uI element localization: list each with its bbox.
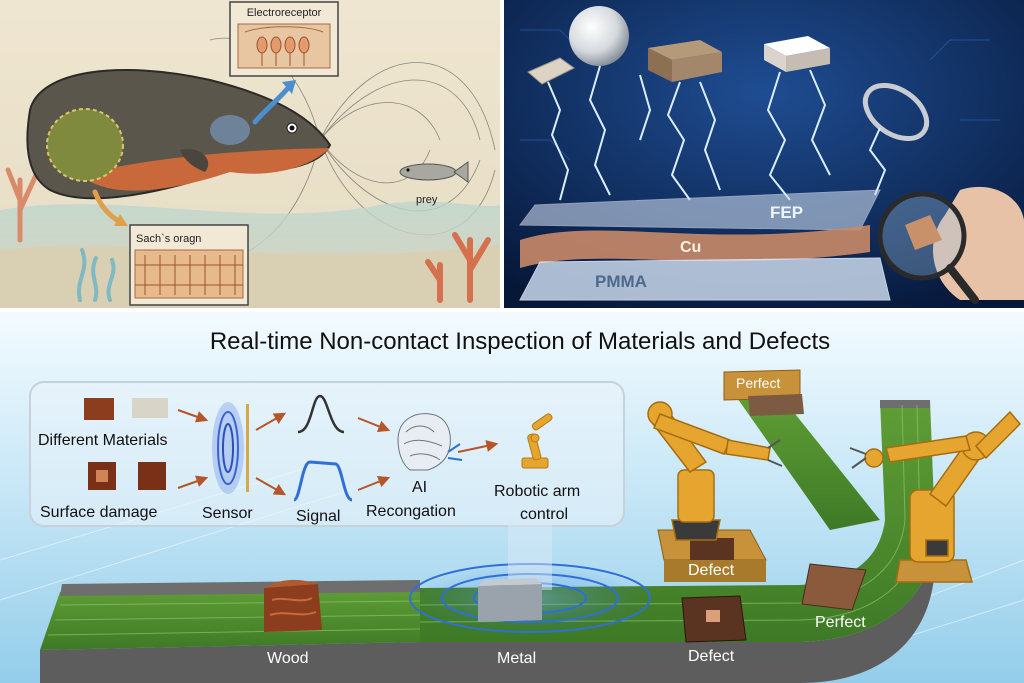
different-materials-label: Different Materials	[38, 432, 168, 449]
perfect-right-label: Perfect	[815, 614, 866, 631]
sensor-icon	[212, 402, 249, 494]
prey-fish	[399, 161, 469, 183]
wood-sample	[264, 579, 322, 632]
signal-label: Signal	[296, 508, 340, 525]
cu-label: Cu	[680, 239, 701, 256]
plateau-signal-icon	[292, 460, 353, 502]
robotic-arm-label-line1: Robotic arm	[494, 483, 580, 500]
circuit-background	[520, 29, 1000, 161]
surface-damage-label: Surface damage	[40, 504, 158, 521]
robot-arm-left	[647, 401, 783, 541]
lower-conveyor	[40, 580, 421, 683]
workflow-box: Different Materials Surface damage Senso…	[29, 381, 625, 527]
robotic-arm-icon	[521, 413, 553, 469]
sphere-object	[569, 6, 629, 66]
prey-label: prey	[416, 194, 438, 206]
sachs-organ-label: Sach`s oragn	[136, 233, 201, 245]
electric-eel	[26, 69, 332, 200]
pmma-layer	[519, 257, 891, 301]
hand-with-magnifier	[877, 186, 1024, 304]
factory-panel: Real-time Non-contact Inspection of Mate…	[0, 312, 1024, 683]
robotic-arm-label-line2: control	[520, 506, 568, 523]
defect-lower-label: Defect	[688, 648, 735, 665]
seaweed	[76, 248, 116, 302]
perfect-top-label: Perfect	[736, 375, 780, 391]
ai-label-line1: AI	[412, 479, 427, 496]
coral-left	[5, 157, 47, 243]
electroreceptor-inset: Electroreceptor	[229, 1, 339, 77]
metal-sample	[478, 578, 542, 622]
sachs-organ-inset: Sach`s oragn	[129, 224, 249, 306]
electric-field-lines	[199, 37, 496, 262]
teng-panel: FEP Cu PMMA	[504, 0, 1024, 308]
pmma-label: PMMA	[595, 272, 647, 291]
defect-upper-label: Defect	[688, 562, 735, 579]
factory-title: Real-time Non-contact Inspection of Mate…	[210, 328, 830, 355]
ai-brain-icon	[397, 413, 463, 471]
eel-panel: prey Electroreceptor	[0, 0, 500, 308]
perfect-sample-right	[801, 563, 867, 611]
stone-sample-icon	[132, 398, 168, 418]
robot-arm-right	[849, 410, 1022, 583]
electroreceptor-label: Electroreceptor	[247, 7, 322, 19]
ring-object	[862, 82, 930, 142]
wood-sample-icon	[84, 398, 114, 420]
sensor-label: Sensor	[202, 505, 253, 522]
upper-conveyor: Perfect	[723, 369, 880, 530]
wood-block-object	[648, 40, 722, 82]
defect-sample-lower	[681, 595, 747, 643]
arrow-to-electroreceptor	[252, 85, 291, 125]
peak-signal-icon	[297, 394, 345, 434]
fep-label: FEP	[770, 203, 803, 222]
intact-sample-icon	[138, 462, 166, 490]
flat-block-object	[527, 57, 575, 85]
sachs-organ-region	[46, 108, 124, 182]
coral-right	[425, 232, 491, 303]
cu-layer	[520, 225, 870, 268]
metal-label: Metal	[497, 650, 536, 667]
lightning-discharges	[547, 65, 886, 201]
wood-label: Wood	[267, 650, 309, 667]
ai-label-line2: Recongation	[366, 503, 456, 520]
cube-object	[764, 36, 830, 72]
